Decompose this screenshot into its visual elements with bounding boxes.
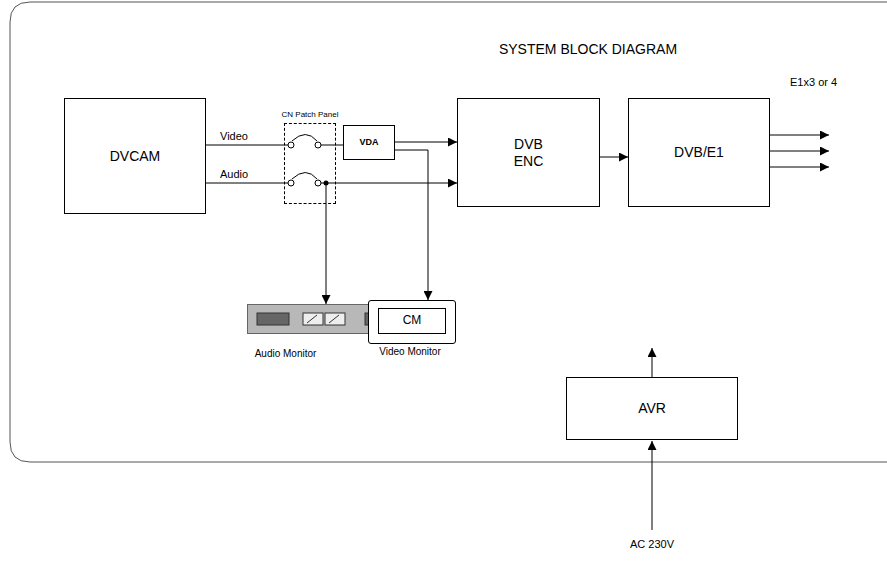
signal-line xyxy=(395,150,428,300)
signal-line xyxy=(206,145,284,146)
note-label: E1x3 or 4 xyxy=(790,76,837,88)
block-label: DVB ENC xyxy=(509,136,549,168)
signal-line xyxy=(206,183,284,184)
signal-line xyxy=(600,157,628,158)
system-frame xyxy=(10,2,887,462)
block-box: CN Patch Panel xyxy=(284,123,336,204)
power-out-arrow xyxy=(652,348,653,377)
signal-line xyxy=(326,204,327,304)
block-box: CMVideo Monitor xyxy=(368,300,456,344)
e1-outputs xyxy=(770,135,829,167)
block-box: DVCAM xyxy=(64,98,206,214)
junction-dot xyxy=(324,181,329,186)
block-label: DVCAM xyxy=(110,148,161,164)
block-label: Video Monitor xyxy=(379,346,441,357)
block-label: Audio Monitor xyxy=(255,348,317,359)
patch-switches xyxy=(284,135,336,205)
signal-label: Audio xyxy=(220,168,248,180)
monitor-screen-label: CM xyxy=(378,308,446,334)
diagram-title: SYSTEM BLOCK DIAGRAM xyxy=(499,41,677,57)
block-box: DVB ENC xyxy=(457,98,600,207)
block-label: VDA xyxy=(359,137,378,147)
block-label: DVB/E1 xyxy=(674,144,724,160)
block-label: AVR xyxy=(638,400,666,416)
signal-line xyxy=(395,142,457,143)
signal-line xyxy=(336,145,343,146)
block-label: CN Patch Panel xyxy=(282,110,339,119)
signal-label: Video xyxy=(220,130,248,142)
block-box: AVR xyxy=(566,377,738,440)
power-in-arrow xyxy=(652,441,653,530)
block-box: DVB/E1 xyxy=(628,98,770,207)
block-box: VDA xyxy=(343,125,395,160)
signal-line xyxy=(336,183,457,184)
note-label: AC 230V xyxy=(630,538,674,550)
